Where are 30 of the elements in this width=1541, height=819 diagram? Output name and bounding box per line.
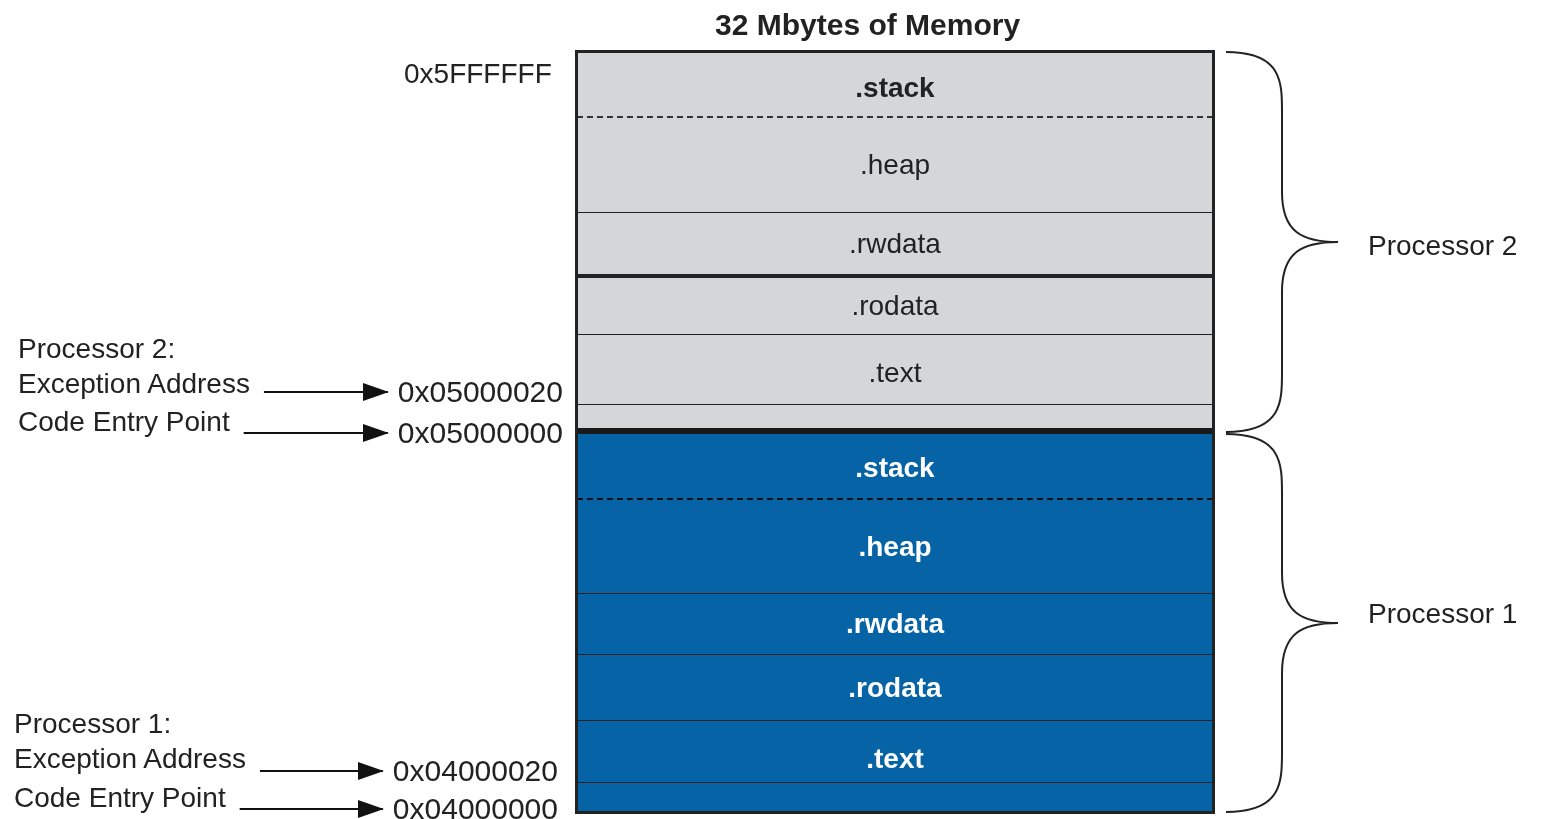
note-text: Processor 2: [18, 335, 176, 363]
note-text: Processor 1: [14, 710, 172, 738]
address-label: 0x05000020 [397, 377, 563, 407]
memory-segment: .rwdata [577, 213, 1213, 275]
region-label: Processor 1 [1368, 600, 1518, 628]
memory-segment: .heap [577, 500, 1213, 594]
note-text: Exception Address [18, 370, 250, 398]
address-label: 0x04000020 [392, 756, 558, 786]
arrow [258, 762, 384, 780]
memory-segment [577, 405, 1213, 430]
memory-segment: .stack [577, 52, 1213, 118]
note-text: Code Entry Point [14, 784, 226, 812]
memory-segment: .rodata [577, 655, 1213, 721]
memory-segment: .stack [577, 432, 1213, 500]
arrow [242, 424, 389, 442]
memory-segment: .text [577, 335, 1213, 405]
note-text: Code Entry Point [18, 408, 230, 436]
address-label: 0x5FFFFFF [404, 60, 552, 88]
memory-segment: .heap [577, 118, 1213, 213]
memory-segment [577, 783, 1213, 812]
arrow [262, 383, 389, 401]
arrow [238, 800, 384, 818]
address-label: 0x05000000 [397, 418, 563, 448]
address-label: 0x04000000 [392, 794, 558, 819]
memory-segment: .rodata [577, 275, 1213, 335]
memory-segment: .text [577, 721, 1213, 783]
title: 32 Mbytes of Memory [715, 10, 1021, 40]
note-text: Exception Address [14, 745, 246, 773]
region-label: Processor 2 [1368, 232, 1518, 260]
memory-segment: .rwdata [577, 594, 1213, 655]
